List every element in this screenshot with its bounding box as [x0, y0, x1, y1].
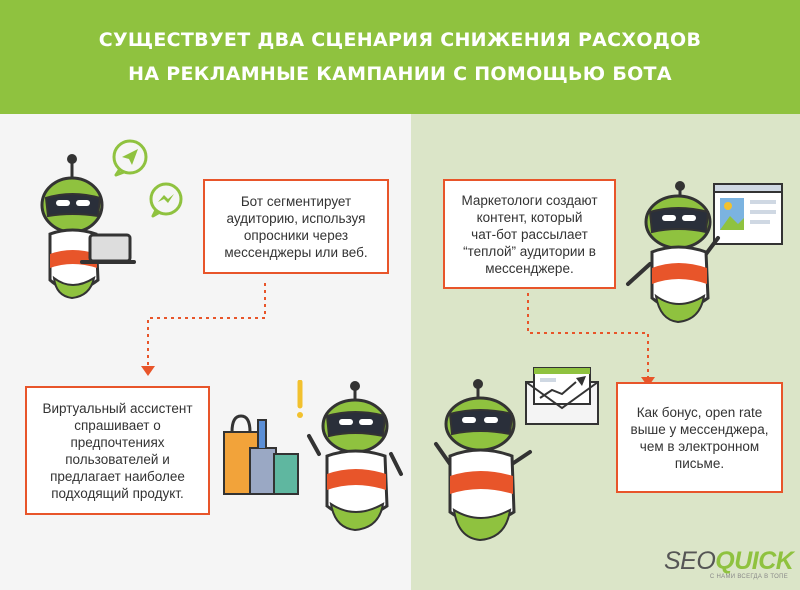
- card-marketers: Маркетологи создают контент, который чат…: [443, 179, 616, 289]
- card-bonus-text: Как бонус, open rate выше у мессенджера,…: [630, 404, 769, 471]
- header-title-line2: НА РЕКЛАМНЫЕ КАМПАНИИ С ПОМОЩЬЮ БОТА: [128, 63, 672, 85]
- exclamation-icon: [297, 380, 303, 418]
- card-assistant: Виртуальный ассистент спрашивает о предп…: [25, 386, 210, 515]
- email-envelope-icon: [525, 367, 599, 425]
- logo-tagline: С НАМИ ВСЕГДА В ТОПЕ: [709, 574, 788, 580]
- connector-left: [147, 283, 266, 368]
- header-title-line1: СУЩЕСТВУЕТ ДВА СЦЕНАРИЯ СНИЖЕНИЯ РАСХОДО…: [98, 29, 702, 51]
- telegram-icon: [112, 139, 148, 177]
- header-banner: СУЩЕСТВУЕТ ДВА СЦЕНАРИЯ СНИЖЕНИЯ РАСХОДО…: [0, 0, 800, 114]
- logo-word: SEOQUICK: [664, 547, 794, 575]
- messenger-icon: [149, 182, 183, 218]
- card-segment-text: Бот сегментирует аудиторию, используя оп…: [224, 193, 368, 260]
- logo-quick: QUICK: [715, 547, 794, 575]
- robot-email: [434, 379, 532, 542]
- robot-shopping: [307, 381, 403, 532]
- card-segment: Бот сегментирует аудиторию, используя оп…: [203, 179, 389, 274]
- logo-seo: SEO: [664, 547, 716, 575]
- arrow-left: [141, 366, 155, 376]
- webpage-mockup-icon: [713, 183, 783, 245]
- card-marketers-text: Маркетологи создают контент, который чат…: [461, 192, 598, 276]
- connector-right: [527, 293, 649, 378]
- shopping-bags-icon: [223, 414, 299, 495]
- card-assistant-text: Виртуальный ассистент спрашивает о предп…: [42, 400, 193, 501]
- robot-webpage: [626, 181, 720, 324]
- card-bonus: Как бонус, open rate выше у мессенджера,…: [616, 382, 783, 493]
- seoquick-logo: SEOQUICK С НАМИ ВСЕГДА В ТОПЕ: [664, 547, 794, 584]
- robot-laptop: [40, 154, 136, 300]
